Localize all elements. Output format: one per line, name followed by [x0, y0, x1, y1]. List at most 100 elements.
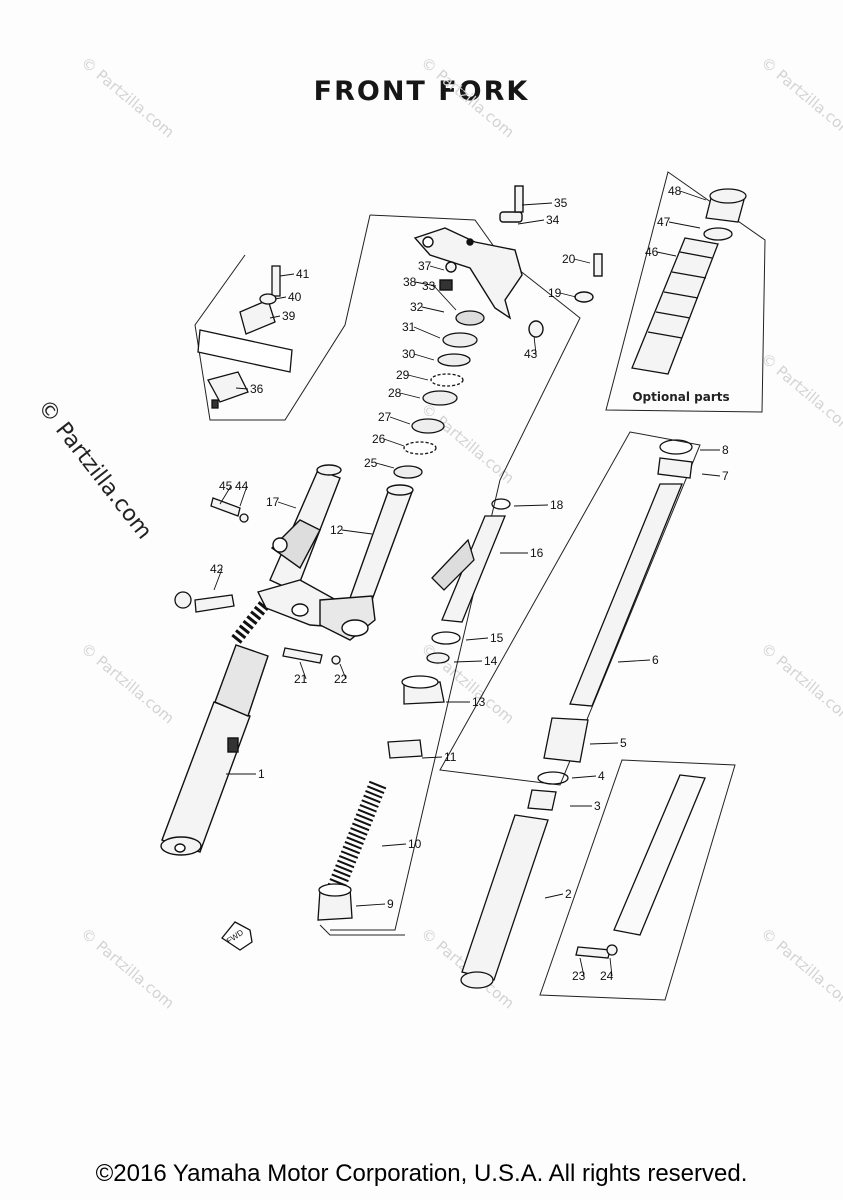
callout-39: 39	[282, 309, 296, 323]
callout-30: 30	[402, 347, 416, 361]
watermark-text: © Partzilla.com	[757, 924, 843, 1012]
callout-26: 26	[372, 432, 386, 446]
leader-line	[381, 843, 407, 847]
leader-line	[399, 392, 421, 399]
callout-40: 40	[288, 290, 302, 304]
leader-line	[429, 265, 445, 271]
leader-line	[277, 501, 297, 509]
leader-line	[274, 296, 287, 300]
left-bracket-17	[270, 519, 321, 570]
callout-leaders	[213, 190, 721, 977]
bolt-42	[194, 594, 235, 613]
leader-line	[579, 957, 585, 977]
callout-9: 9	[387, 897, 394, 911]
right-fork-box	[439, 431, 701, 786]
callout-24: 24	[600, 969, 614, 983]
inner-fork-parts	[317, 498, 511, 921]
leader-line	[219, 485, 232, 505]
leader-line	[573, 258, 591, 264]
callout-5: 5	[620, 736, 627, 750]
inner-tube-16	[441, 515, 506, 623]
callout-18: 18	[550, 498, 564, 512]
callout-13: 13	[472, 695, 486, 709]
leader-line	[589, 742, 619, 745]
leader-line	[299, 661, 307, 680]
callout-29: 29	[396, 368, 410, 382]
watermark-text: © Partzilla.com	[757, 349, 843, 437]
leader-line	[355, 903, 386, 907]
leader-line	[668, 221, 701, 229]
left-fork-boot	[214, 644, 269, 717]
left-fork-assembly	[160, 464, 351, 856]
watermark-text: © Partzilla.com	[77, 639, 177, 727]
spring-10	[327, 780, 387, 892]
callout-27: 27	[378, 410, 392, 424]
callout-36: 36	[250, 382, 264, 396]
steering-stem	[319, 484, 414, 641]
callout-37: 37	[418, 259, 432, 273]
left-leg-outline	[330, 479, 501, 931]
leader-line	[517, 219, 545, 225]
leader-line	[239, 485, 248, 507]
leader-line	[656, 251, 677, 257]
callout-19: 19	[548, 286, 562, 300]
callout-44: 44	[235, 479, 249, 493]
callout-2: 2	[565, 887, 572, 901]
leader-line	[389, 416, 411, 425]
callout-32: 32	[410, 300, 424, 314]
diagram-title: FRONT FORK	[313, 76, 530, 107]
right-fork-assembly	[460, 439, 706, 989]
leader-line	[279, 273, 295, 277]
outer-tube-alt	[613, 774, 706, 936]
handlebar-group-outline	[194, 214, 371, 421]
callout-47: 47	[657, 215, 671, 229]
callout-45: 45	[219, 479, 233, 493]
leader-line	[679, 190, 707, 201]
left-fork-spring	[231, 596, 273, 644]
top-bracket-group-outline	[369, 214, 581, 481]
leader-line	[213, 568, 223, 591]
watermark-text: © Partzilla.com	[417, 53, 517, 141]
leader-line	[513, 504, 549, 507]
leader-line	[421, 756, 443, 759]
bolt-21	[282, 647, 323, 664]
leader-line	[413, 326, 441, 339]
callout-12: 12	[330, 523, 344, 537]
copyright-footer: ©2016 Yamaha Motor Corporation, U.S.A. A…	[95, 1160, 748, 1187]
fwd-arrow: FWD	[221, 921, 253, 951]
leader-line	[235, 387, 249, 390]
callout-1: 1	[258, 767, 265, 781]
leader-line	[269, 315, 281, 319]
boot-46	[631, 237, 719, 375]
optional-parts-label: Optional parts	[632, 390, 730, 404]
leader-line	[701, 473, 721, 477]
callout-11: 11	[444, 750, 457, 764]
callout-7: 7	[722, 469, 729, 483]
callout-21: 21	[294, 672, 308, 686]
callout-23: 23	[572, 969, 586, 983]
damper-rod-6	[569, 483, 683, 707]
leader-line	[383, 438, 405, 447]
callout-48: 48	[668, 184, 682, 198]
bolt-45	[210, 497, 241, 517]
callout-35: 35	[554, 196, 568, 210]
callout-10: 10	[408, 837, 422, 851]
watermark-text: © Partzilla.com	[757, 53, 843, 141]
callout-43: 43	[524, 347, 538, 361]
callout-22: 22	[334, 672, 348, 686]
callout-6: 6	[652, 653, 659, 667]
leader-line	[544, 893, 564, 899]
handlebar-clamp	[197, 265, 293, 409]
callout-41: 41	[296, 267, 310, 281]
lower-right-box	[539, 759, 736, 1001]
leader-line	[609, 957, 613, 977]
bushing-5	[543, 717, 589, 763]
callout-34: 34	[546, 213, 560, 227]
callout-31: 31	[402, 320, 416, 334]
optional-parts	[631, 188, 747, 375]
callout-16: 16	[530, 546, 544, 560]
callout-17: 17	[266, 495, 280, 509]
